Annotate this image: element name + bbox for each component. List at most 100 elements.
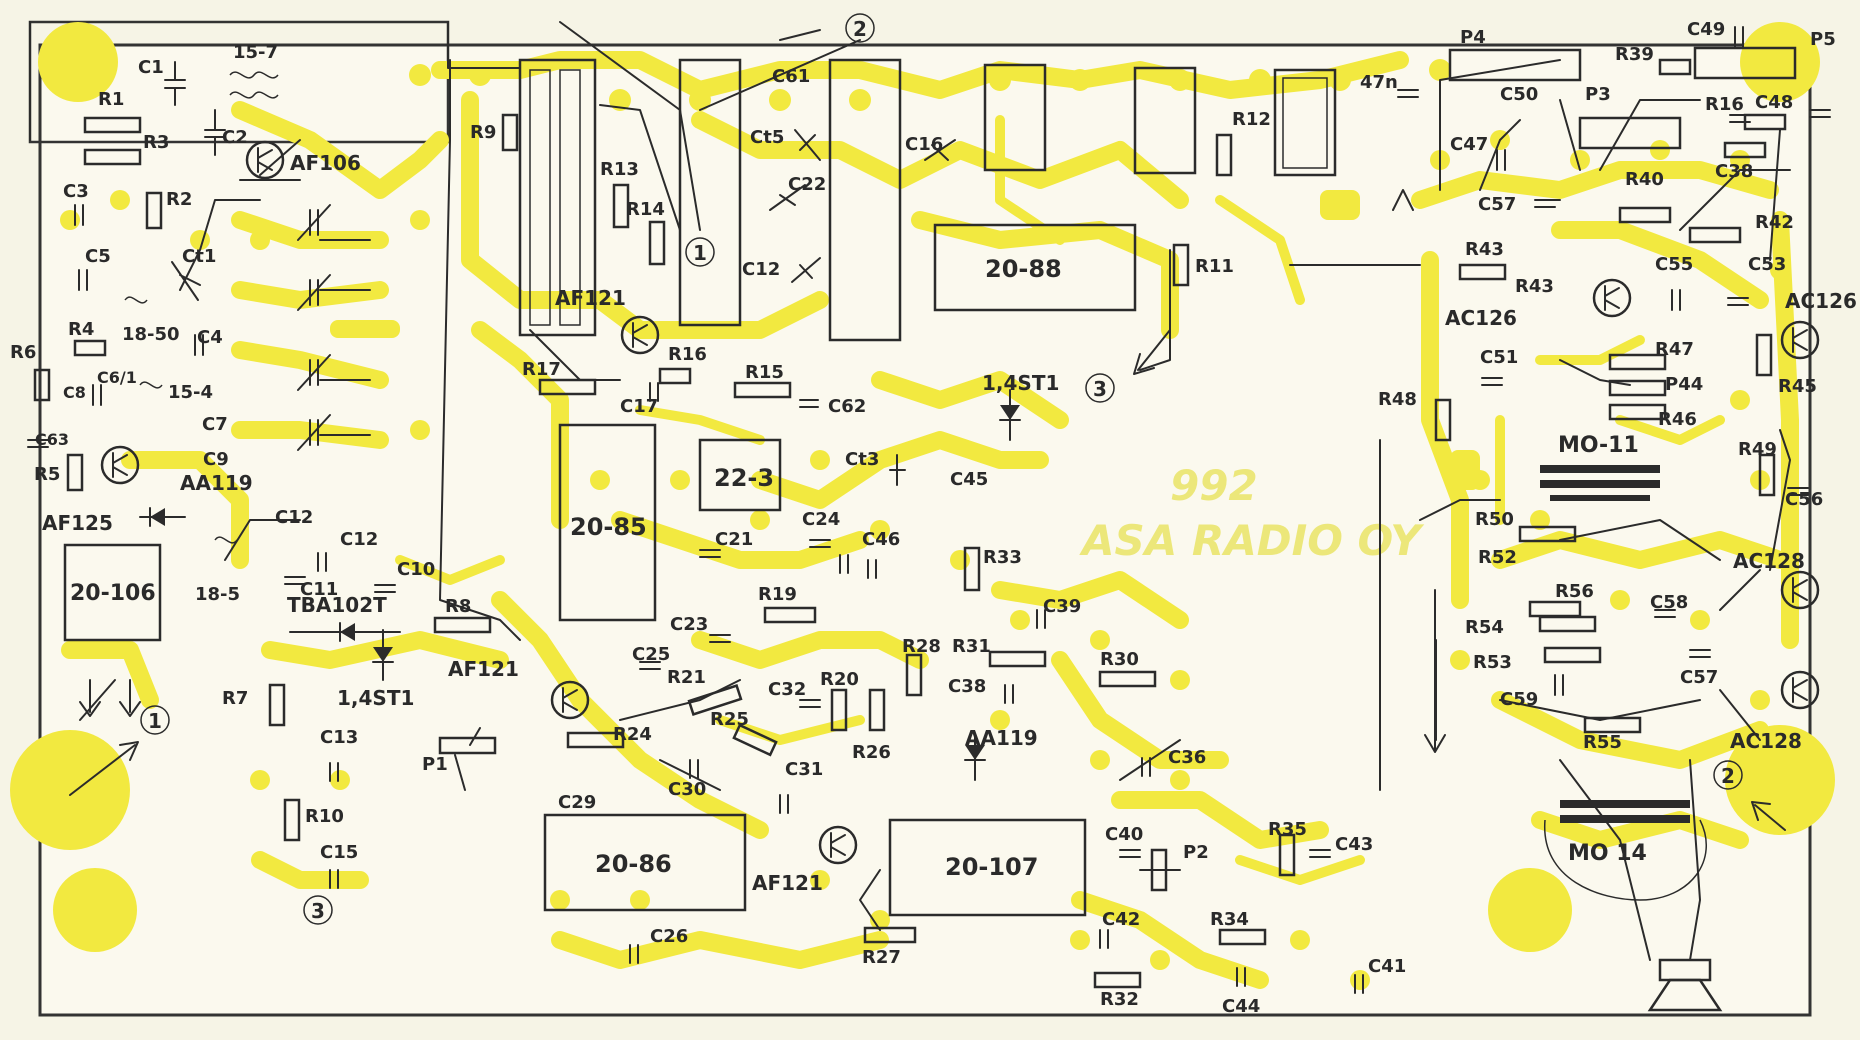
- label-c56: C56: [1785, 489, 1823, 510]
- label-r7: R7: [222, 688, 248, 709]
- label-r42: R42: [1755, 212, 1794, 233]
- label-c17: C17: [620, 396, 658, 417]
- transistor-ac128-a: [1780, 570, 1820, 610]
- label-c50: C50: [1500, 84, 1538, 105]
- marker-1-left: 1: [148, 709, 162, 733]
- label-47n: 47n: [1360, 72, 1398, 93]
- label-r31: R31: [952, 636, 991, 657]
- label-c24: C24: [802, 509, 840, 530]
- label-c42: C42: [1102, 909, 1140, 930]
- component-labels: C1 15-7 R1 R3 C2 AF106 C3 R2 C5 Ct1 18-5…: [10, 19, 1857, 1017]
- label-r16-right: R16: [1705, 94, 1744, 115]
- label-c49: C49: [1687, 19, 1725, 40]
- transistor-ac126-a: [1592, 278, 1632, 318]
- label-r50: R50: [1475, 509, 1514, 530]
- label-c23: C23: [670, 614, 708, 635]
- silkscreen-text: 992 ASA RADIO OY: [1079, 461, 1424, 565]
- transistor-af121-b: [550, 680, 590, 720]
- label-r25: R25: [710, 709, 749, 730]
- module-20-88: [933, 223, 1137, 312]
- label-ct5: Ct5: [750, 127, 784, 148]
- label-r26: R26: [852, 742, 891, 763]
- label-c4: C4: [197, 327, 223, 348]
- label-r55: R55: [1583, 732, 1622, 753]
- label-c43: C43: [1335, 834, 1373, 855]
- component-shapes: [27, 26, 1831, 994]
- marker-1-top: 1: [693, 241, 707, 265]
- label-c29: C29: [558, 792, 596, 813]
- label-c13: C13: [320, 727, 358, 748]
- label-c62: C62: [828, 396, 866, 417]
- label-c53: C53: [1748, 254, 1786, 275]
- label-af121-bottom: AF121: [752, 871, 823, 895]
- label-r56: R56: [1555, 581, 1594, 602]
- label-c12-left: C12: [275, 507, 313, 528]
- label-r12: R12: [1232, 109, 1271, 130]
- label-aa119-left: AA119: [180, 471, 253, 495]
- label-c59: C59: [1500, 689, 1538, 710]
- transistor-af125: [100, 445, 140, 485]
- label-r30: R30: [1100, 649, 1139, 670]
- marker-2-right: 2: [1721, 764, 1735, 788]
- module-outlines: [63, 58, 1337, 917]
- module-20-85: [558, 423, 657, 622]
- marker-2-top: 2: [853, 17, 867, 41]
- label-c41: C41: [1368, 956, 1406, 977]
- label-r28: R28: [902, 636, 941, 657]
- label-p3: P3: [1585, 84, 1611, 105]
- label-r20: R20: [820, 669, 859, 690]
- label-p4: P4: [1460, 27, 1486, 48]
- label-c31: C31: [785, 759, 823, 780]
- label-c63: C63: [35, 430, 69, 449]
- diode-1-4st1-a: [372, 629, 394, 681]
- label-r43-right: R43: [1515, 276, 1554, 297]
- label-c48: C48: [1755, 92, 1793, 113]
- label-p5: P5: [1810, 29, 1836, 50]
- module-22-3-label: 22-3: [714, 464, 774, 492]
- diode-tba102t: [289, 622, 401, 642]
- label-r21: R21: [667, 667, 706, 688]
- label-r16-mid: R16: [668, 344, 707, 365]
- board-outline: [28, 20, 1812, 1017]
- label-1-4st1-left: 1,4ST1: [337, 686, 414, 710]
- label-r15: R15: [745, 362, 784, 383]
- label-r14: R14: [626, 199, 665, 220]
- label-p1: P1: [422, 754, 448, 775]
- label-c32: C32: [768, 679, 806, 700]
- label-r48: R48: [1378, 389, 1417, 410]
- label-c22: C22: [788, 174, 826, 195]
- label-c10: C10: [397, 559, 435, 580]
- label-coil-18-50: 18-50: [122, 324, 180, 345]
- label-af121-left: AF121: [448, 657, 519, 681]
- label-c1: C1: [138, 57, 164, 78]
- transformers: [1540, 465, 1723, 1012]
- diode-aa119-a: [139, 507, 186, 527]
- label-r47: R47: [1655, 339, 1694, 360]
- module-20-106-label: 20-106: [70, 581, 156, 606]
- label-r1: R1: [98, 89, 124, 110]
- label-r53: R53: [1473, 652, 1512, 673]
- label-r24: R24: [613, 724, 652, 745]
- label-mo-14: MO 14: [1568, 841, 1647, 866]
- module-labels: 20-88 20-85 22-3 20-106 20-86 20-107: [70, 255, 1062, 881]
- label-ac128-top: AC128: [1733, 549, 1805, 573]
- label-p2: P2: [1183, 842, 1209, 863]
- label-c38-mid: C38: [948, 676, 986, 697]
- label-1-4st1-mid: 1,4ST1: [982, 371, 1059, 395]
- module-20-85-label: 20-85: [570, 513, 647, 541]
- label-r27: R27: [862, 947, 901, 968]
- label-c44: C44: [1222, 996, 1260, 1017]
- manufacturer-name: ASA RADIO OY: [1079, 516, 1424, 565]
- label-c12-mid: C12: [340, 529, 378, 550]
- label-r46: R46: [1658, 409, 1697, 430]
- label-c52: C57: [1478, 194, 1516, 215]
- label-c15: C15: [320, 842, 358, 863]
- label-r3: R3: [143, 132, 169, 153]
- label-ac126-left: AC126: [1445, 306, 1517, 330]
- label-r35: R35: [1268, 819, 1307, 840]
- label-af121-top: AF121: [555, 286, 626, 310]
- label-r45: R45: [1778, 376, 1817, 397]
- label-r40: R40: [1625, 169, 1664, 190]
- label-r49: R49: [1738, 439, 1777, 460]
- label-coil-18-5: 18-5: [195, 584, 240, 605]
